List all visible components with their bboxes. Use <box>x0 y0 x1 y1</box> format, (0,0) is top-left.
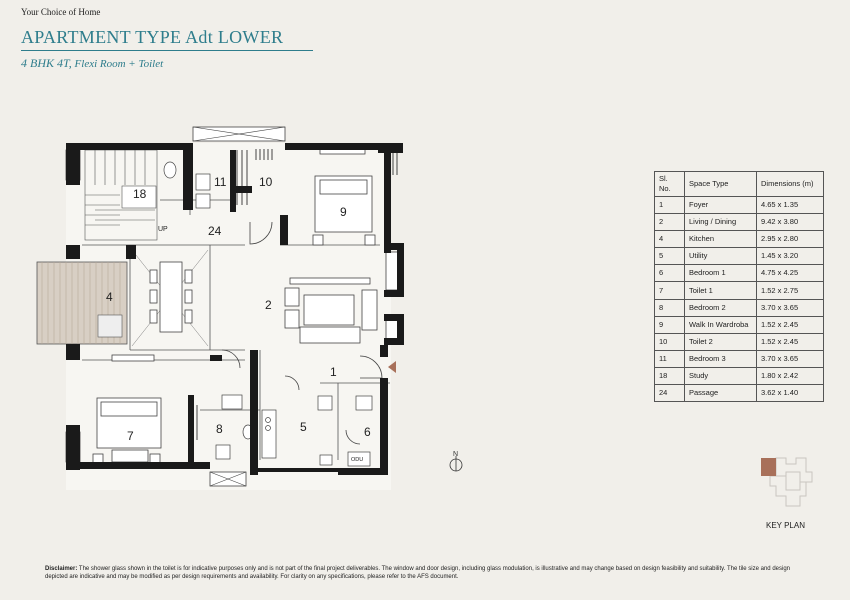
north-arrow-icon <box>449 456 463 472</box>
room-label-10: 10 <box>259 175 273 189</box>
page-title: APARTMENT TYPE Adt LOWER <box>21 27 284 47</box>
room-label-18: 18 <box>133 187 147 201</box>
cell-dimensions: 9.42 x 3.80 <box>756 213 824 232</box>
page-subtitle: 4 BHK 4T, Flexi Room + Toilet <box>21 56 163 71</box>
odu-label: ODU <box>351 457 363 463</box>
cell-space-type: Study <box>684 366 757 386</box>
cell-space-type: Toilet 2 <box>684 332 757 351</box>
key-plan-label: KEY PLAN <box>766 521 805 530</box>
col-header-dimensions: Dimensions (m) <box>756 171 824 197</box>
cell-space-type: Walk In Wardroba <box>684 315 757 334</box>
room-label-1: 1 <box>330 365 337 379</box>
entry-arrow-icon <box>388 361 396 373</box>
room-label-24: 24 <box>208 224 222 238</box>
cell-dimensions: 1.52 x 2.75 <box>756 281 824 300</box>
cell-dimensions: 3.70 x 3.65 <box>756 349 824 368</box>
cell-dimensions: 4.75 x 4.25 <box>756 264 824 283</box>
cell-sl-no: 24 <box>654 384 685 403</box>
cell-space-type: Foyer <box>684 195 757 215</box>
disclaimer-text: The shower glass shown in the toilet is … <box>45 566 790 580</box>
col-header-space-type: Space Type <box>684 171 757 197</box>
cell-sl-no: 18 <box>654 366 685 386</box>
cell-dimensions: 3.70 x 3.65 <box>756 298 824 317</box>
cell-dimensions: 1.80 x 2.42 <box>756 366 824 386</box>
cell-sl-no: 8 <box>654 298 685 317</box>
room-label-8: 8 <box>216 422 223 436</box>
cell-sl-no: 7 <box>654 281 685 300</box>
room-label-7: 7 <box>127 429 134 443</box>
cell-sl-no: 2 <box>654 213 685 232</box>
cell-space-type: Toilet 1 <box>684 281 757 300</box>
cell-sl-no: 1 <box>654 195 685 215</box>
room-label-2: 2 <box>265 298 272 312</box>
cell-sl-no: 9 <box>654 315 685 334</box>
cell-space-type: Living / Dining <box>684 213 757 232</box>
cell-space-type: Bedroom 3 <box>684 349 757 368</box>
subtitle-extra: Flexi Room + Toilet <box>71 58 164 70</box>
cell-dimensions: 1.45 x 3.20 <box>756 247 824 266</box>
cell-space-type: Kitchen <box>684 230 757 249</box>
subtitle-config: 4 BHK 4T, <box>21 56 72 70</box>
room-label-11: 11 <box>214 175 227 189</box>
cell-sl-no: 4 <box>654 230 685 249</box>
cell-dimensions: 4.65 x 1.35 <box>756 195 824 215</box>
cell-dimensions: 2.95 x 2.80 <box>756 230 824 249</box>
cell-sl-no: 10 <box>654 332 685 351</box>
cell-space-type: Bedroom 1 <box>684 264 757 283</box>
disclaimer-label: Disclaimer: <box>45 566 78 572</box>
cell-dimensions: 1.52 x 2.45 <box>756 332 824 351</box>
cell-space-type: Bedroom 2 <box>684 298 757 317</box>
cell-dimensions: 1.52 x 2.45 <box>756 315 824 334</box>
room-label-9: 9 <box>340 205 347 219</box>
cell-sl-no: 11 <box>654 349 685 368</box>
cell-sl-no: 6 <box>654 264 685 283</box>
brand-eyebrow: Your Choice of Home <box>21 7 101 17</box>
title-divider <box>21 50 313 51</box>
room-label-6: 6 <box>364 425 371 439</box>
cell-space-type: Passage <box>684 384 757 403</box>
cell-sl-no: 5 <box>654 247 685 266</box>
room-label-4: 4 <box>106 290 113 304</box>
cell-space-type: Utility <box>684 247 757 266</box>
room-label-5: 5 <box>300 420 307 434</box>
col-header-sl-no: Sl. No. <box>654 171 685 197</box>
key-plan-diagram <box>761 457 813 507</box>
disclaimer: Disclaimer: The shower glass shown in th… <box>45 565 805 581</box>
table-header-row: Sl. No. Space Type Dimensions (m) <box>654 171 824 197</box>
stair-up-label: UP <box>158 226 168 233</box>
cell-dimensions: 3.62 x 1.40 <box>756 384 824 403</box>
north-label: N <box>453 451 458 458</box>
